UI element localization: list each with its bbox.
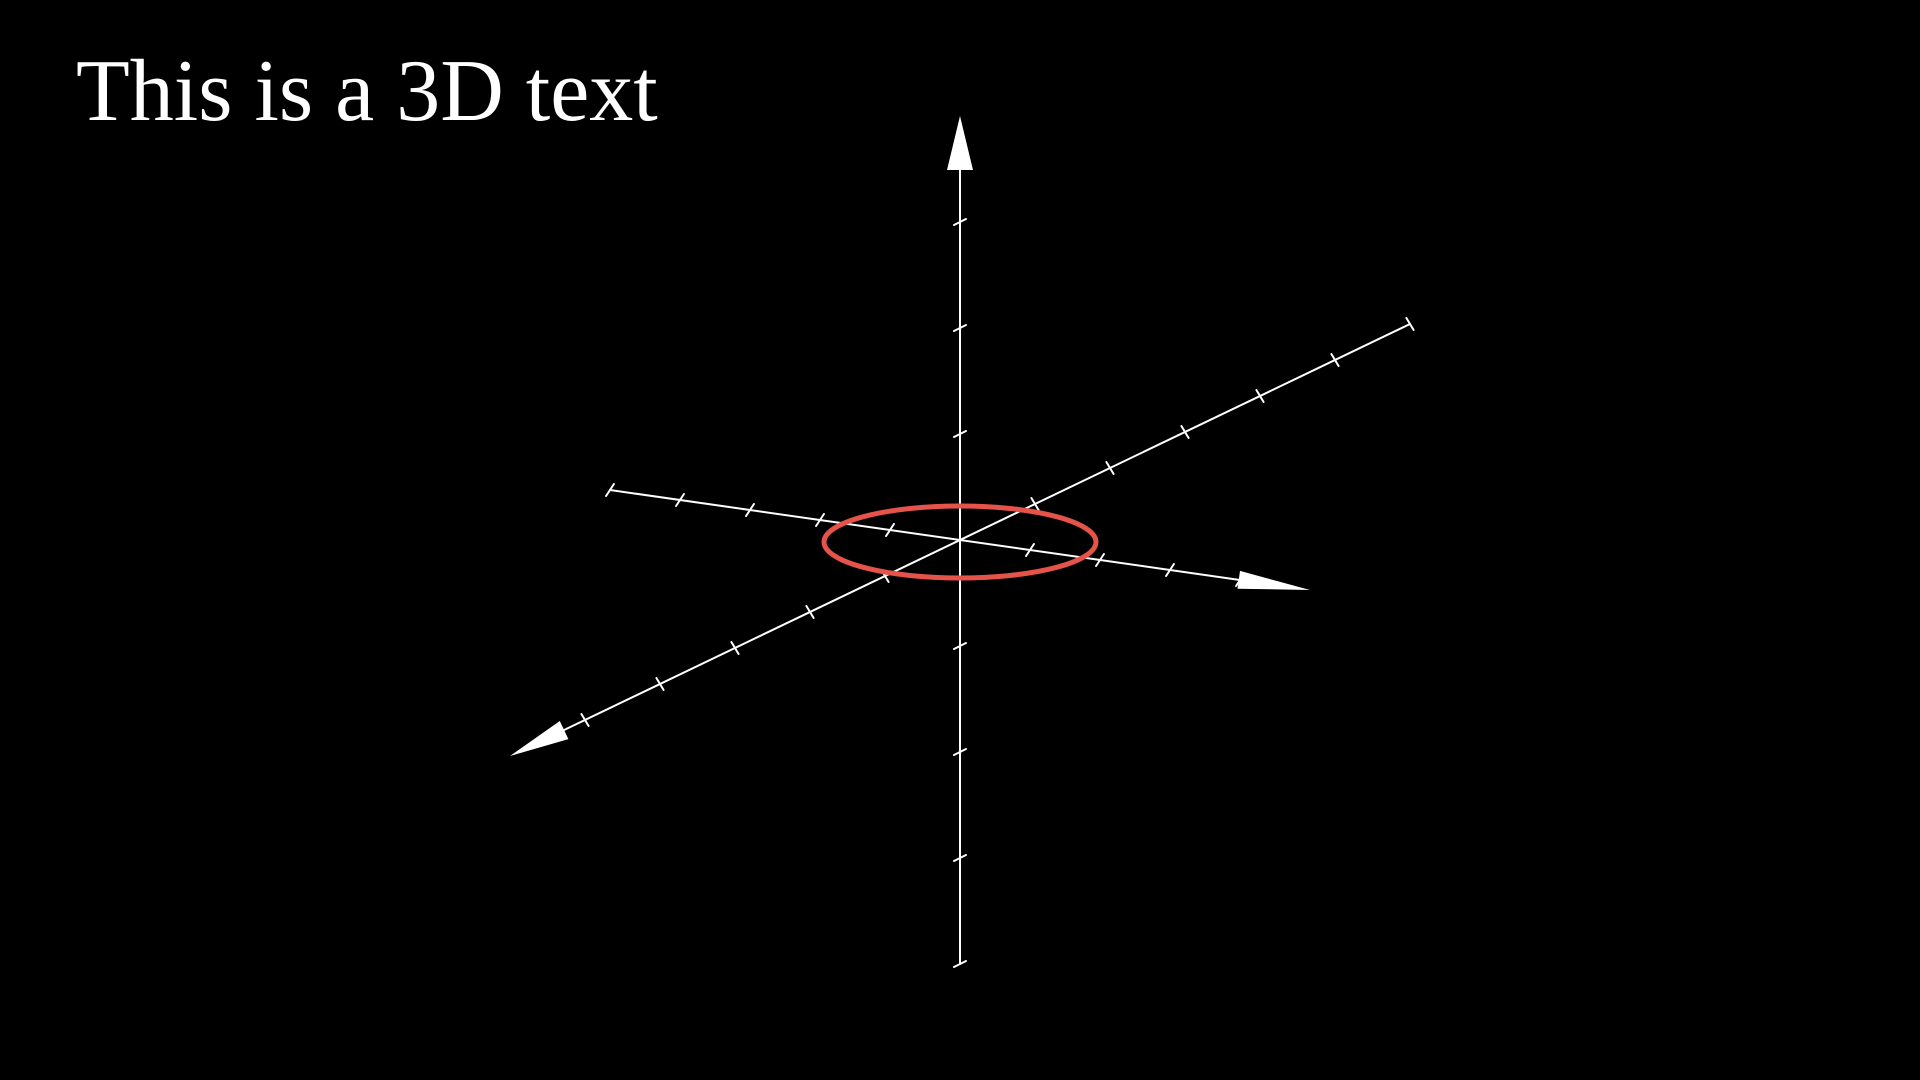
x-axis-tick xyxy=(745,503,755,517)
y-axis-tick xyxy=(805,605,815,619)
z-axis-tick xyxy=(953,854,967,862)
x-axis-tick xyxy=(675,493,685,507)
y-axis-tick xyxy=(580,713,590,727)
caption-text: This is a 3D text xyxy=(76,43,658,140)
x-axis-tick xyxy=(1095,553,1105,567)
x-axis-tick xyxy=(885,523,895,537)
y-axis-tick xyxy=(1330,353,1340,367)
y-axis-tick xyxy=(655,677,665,691)
z-axis-tick xyxy=(953,642,967,650)
y-axis-tick xyxy=(1105,461,1115,475)
axes-group xyxy=(510,116,1415,968)
z-axis-tick xyxy=(953,324,967,332)
circle-group xyxy=(821,503,1099,581)
x-axis-tick xyxy=(605,483,615,497)
x-axis-arrowhead xyxy=(1237,570,1310,590)
y-axis-tick xyxy=(1405,317,1415,331)
x-axis-tick xyxy=(1025,543,1035,557)
z-axis-tick xyxy=(953,218,967,226)
z-axis-tick xyxy=(953,960,967,968)
z-axis-tick xyxy=(953,430,967,438)
y-axis-tick xyxy=(730,641,740,655)
x-axis-tick xyxy=(815,513,825,527)
y-axis-tick xyxy=(1030,497,1040,511)
red-circle xyxy=(821,503,1099,581)
x-axis-tick xyxy=(1165,563,1175,577)
y-axis-tick xyxy=(1180,425,1190,439)
z-axis-tick xyxy=(953,748,967,756)
x-axis-line xyxy=(609,489,1242,582)
y-axis-tick xyxy=(1255,389,1265,403)
y-axis-arrowhead xyxy=(510,721,569,756)
z-axis-arrowhead xyxy=(947,116,973,170)
x-axis-tick xyxy=(1235,573,1245,587)
y-axis-line xyxy=(561,323,1411,732)
